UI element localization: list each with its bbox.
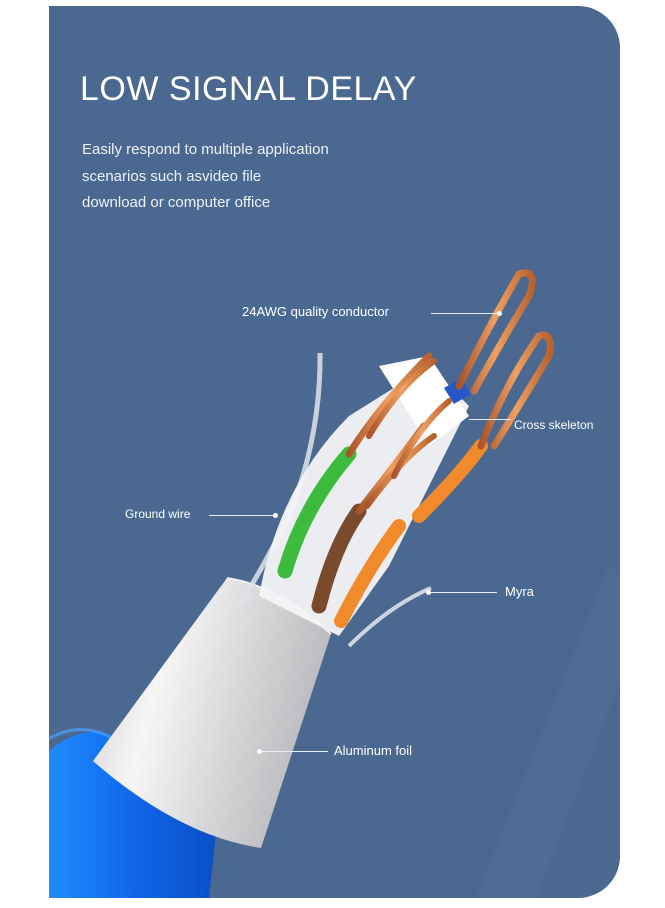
- mylar-strand: [347, 586, 432, 648]
- callout-aluminum-foil-label: Aluminum foil: [334, 743, 413, 758]
- callout-conductor-dot: [497, 311, 502, 316]
- callout-ground-wire-dot: [273, 513, 278, 518]
- callout-cross-skeleton-label: Cross skeleton: [514, 418, 594, 432]
- description-line: Easily respond to multiple application: [82, 141, 329, 158]
- callout-myra-label: Myra: [505, 584, 534, 599]
- cable-cutaway-illustration: [49, 269, 620, 898]
- callout-ground-wire-leader: [209, 515, 275, 516]
- callout-myra-dot: [426, 590, 431, 595]
- green-pair: [277, 446, 357, 579]
- callout-ground-wire-label: Ground wire: [125, 507, 191, 521]
- callout-conductor-leader: [431, 313, 499, 314]
- description-line: download or computer office: [82, 194, 271, 211]
- callout-aluminum-foil-dot: [257, 749, 262, 754]
- orange-pair-b: [412, 439, 488, 523]
- callout-conductor-label: 24AWG quality conductor: [242, 304, 389, 319]
- product-feature-panel: LOW SIGNAL DELAY Easily respond to multi…: [49, 6, 620, 898]
- description-line: scenarios such asvideo file: [82, 167, 262, 185]
- orange-pair-a: [334, 519, 406, 628]
- brown-pair: [311, 503, 367, 614]
- callout-cross-skeleton-leader: [469, 419, 511, 420]
- callout-aluminum-foil-leader: [260, 751, 328, 752]
- feature-description: Easily respond to multiple application s…: [82, 137, 329, 217]
- page-title: LOW SIGNAL DELAY: [80, 70, 417, 108]
- copper-conductors: [345, 269, 554, 515]
- callout-myra-leader: [429, 592, 497, 593]
